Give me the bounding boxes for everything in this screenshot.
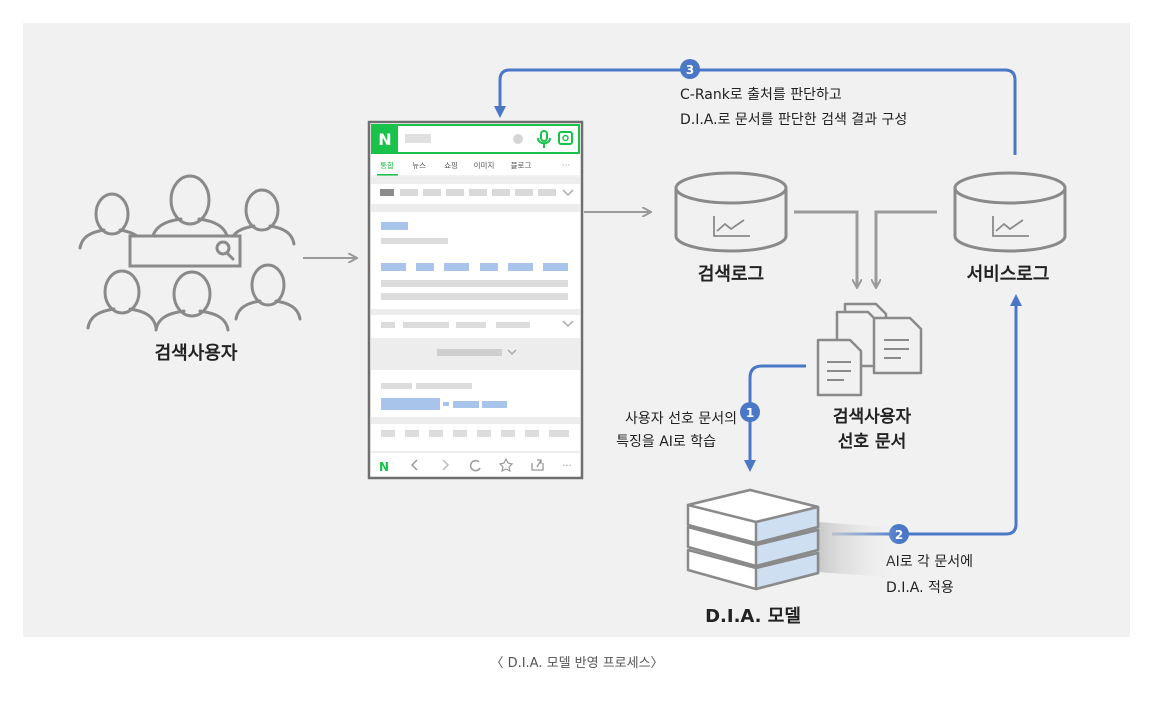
step-3-badge: 3 xyxy=(680,59,700,79)
arrow-service-log-to-docs xyxy=(876,210,937,287)
search-log-label: 검색로그 xyxy=(698,264,764,285)
step-1-badge: 1 xyxy=(740,402,760,422)
search-bar-icon xyxy=(128,234,242,268)
search-app-mockup: N 통합 뉴스 쇼핑 이미지 블로그 ··· xyxy=(367,120,584,480)
arrow-step1-docs-to-model xyxy=(744,364,806,472)
chevron-down-icon xyxy=(507,349,517,356)
step-1-text-line2: 특징을 AI로 학습 xyxy=(616,434,716,450)
clear-icon xyxy=(513,134,523,144)
tab-more: ··· xyxy=(562,161,571,171)
step-3-text-line1: C-Rank로 출처를 판단하고 xyxy=(680,87,842,103)
service-log-database-icon xyxy=(953,171,1067,253)
chevron-down-icon xyxy=(562,189,574,197)
naver-bottom-logo: N xyxy=(379,460,389,474)
user-docs-label-line2: 선호 문서 xyxy=(838,432,906,452)
step-3-text-line2: D.I.A.로 문서를 판단한 검색 결과 구성 xyxy=(680,112,907,128)
step-2-text-line2: D.I.A. 적용 xyxy=(886,580,954,596)
naver-logo: N xyxy=(378,130,391,149)
arrow-step3-service-log-to-phone xyxy=(494,68,1017,155)
tab-all: 통합 xyxy=(380,161,394,170)
user-docs-label-line1: 검색사용자 xyxy=(833,407,912,427)
search-log-database-icon xyxy=(674,171,788,253)
mic-icon xyxy=(537,130,551,148)
arrow-search-log-to-docs xyxy=(794,210,857,287)
model-shadow xyxy=(818,522,900,578)
step-2-text-line1: AI로 각 문서에 xyxy=(886,554,973,570)
tab-news: 뉴스 xyxy=(412,161,426,170)
dia-model-icon xyxy=(686,488,820,591)
tab-blog: 블로그 xyxy=(511,161,532,170)
magnifier-icon xyxy=(215,240,235,261)
service-log-label: 서비스로그 xyxy=(967,264,1050,285)
dia-model-label: D.I.A. 모델 xyxy=(705,606,801,627)
more-icon: ··· xyxy=(562,461,572,472)
back-icon xyxy=(410,459,418,471)
users-label: 검색사용자 xyxy=(155,343,238,364)
camera-icon xyxy=(558,131,573,145)
chevron-down-icon xyxy=(562,320,574,328)
star-icon xyxy=(498,457,514,473)
forward-icon xyxy=(442,459,450,471)
refresh-icon xyxy=(469,459,481,472)
step-1-text-line1: 사용자 선호 문서의 xyxy=(625,411,737,427)
tab-image: 이미지 xyxy=(474,160,495,170)
documents-icon xyxy=(816,302,923,397)
figure-caption: 〈 D.I.A. 모델 반영 프로세스〉 xyxy=(490,656,664,671)
svg-text:3: 3 xyxy=(686,63,694,77)
tab-shopping: 쇼핑 xyxy=(444,160,458,170)
arrow-step2-model-to-service-log xyxy=(832,294,1022,536)
svg-text:1: 1 xyxy=(746,406,754,420)
share-icon xyxy=(531,459,544,471)
